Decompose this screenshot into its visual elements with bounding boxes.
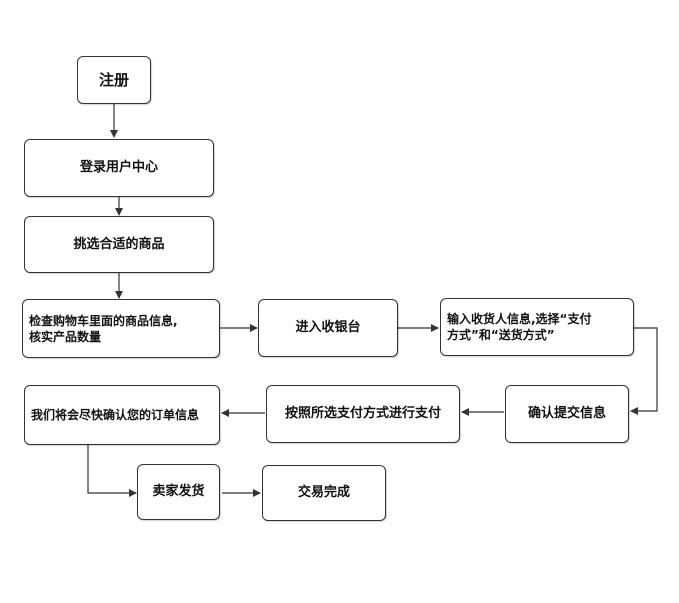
step-check-cart: 检查购物车里面的商品信息, 核实产品数量 — [22, 299, 220, 358]
step-submit-info-label: 确认提交信息 — [527, 406, 606, 421]
step-checkout: 进入收银台 — [258, 299, 398, 357]
step-checkout-label: 进入收银台 — [295, 320, 361, 335]
step-input-info-text: 输入收货人信息,选择“支付 方式”和“送货方式” — [447, 311, 591, 343]
step-submit-info: 确认提交信息 — [505, 385, 629, 443]
step-confirm-order-label: 我们将会尽快确认您的订单信息 — [31, 408, 200, 422]
step-pay-label: 按照所选支付方式进行支付 — [284, 406, 441, 421]
step-select-goods: 挑选合适的商品 — [24, 216, 214, 273]
arrow-confirm-to-ship — [87, 445, 137, 497]
step-ship-label: 卖家发货 — [152, 484, 205, 499]
step-input-info-line2: 方式”和“送货方式” — [447, 328, 555, 342]
arrow-info-to-submit — [630, 327, 658, 415]
step-input-info: 输入收货人信息,选择“支付 方式”和“送货方式” — [440, 298, 634, 356]
step-ship: 卖家发货 — [137, 464, 220, 520]
step-confirm-order: 我们将会尽快确认您的订单信息 — [24, 385, 220, 445]
step-complete-label: 交易完成 — [297, 485, 350, 500]
step-complete: 交易完成 — [262, 465, 386, 521]
step-register-label: 注册 — [98, 71, 129, 89]
step-check-cart-line1: 检查购物车里面的商品信息, — [29, 313, 178, 328]
step-register: 注册 — [77, 56, 151, 104]
step-pay: 按照所选支付方式进行支付 — [266, 385, 460, 443]
step-login: 登录用户中心 — [24, 139, 214, 197]
step-check-cart-line2: 核实产品数量 — [29, 329, 102, 344]
step-check-cart-text: 检查购物车里面的商品信息, 核实产品数量 — [29, 313, 178, 345]
step-login-label: 登录用户中心 — [79, 160, 158, 175]
step-select-goods-label: 挑选合适的商品 — [73, 236, 165, 252]
step-input-info-line1: 输入收货人信息,选择“支付 — [447, 312, 592, 326]
